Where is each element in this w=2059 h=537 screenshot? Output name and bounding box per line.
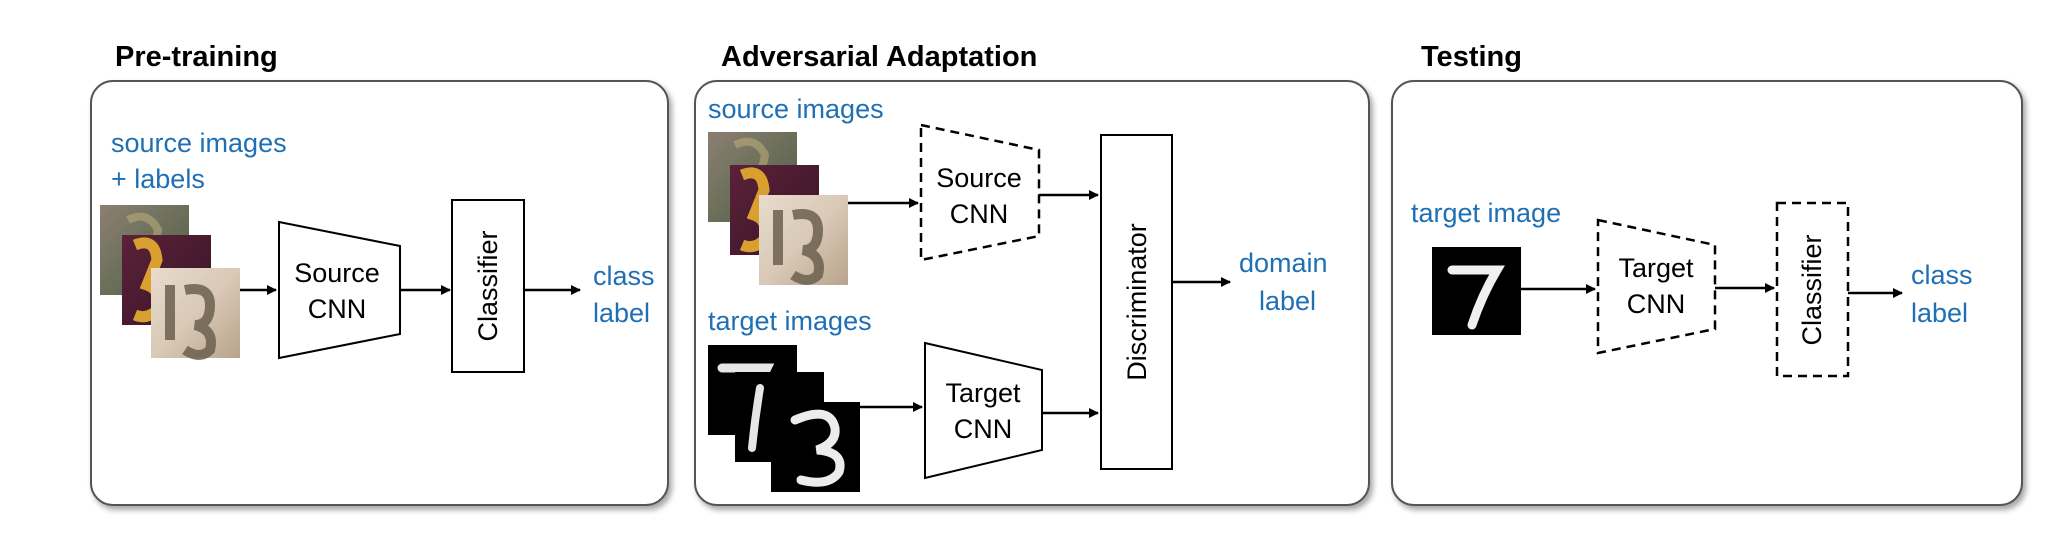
pretraining-source-cnn (278, 220, 401, 360)
adversarial-source-label: source images (708, 94, 884, 124)
testing-title: Testing (1421, 41, 1522, 73)
adversarial-target-label: target images (708, 306, 872, 336)
adversarial-frame (694, 80, 1370, 506)
adversarial-panel: Adversarial Adaptation source images Sou… (694, 41, 1370, 506)
testing-target-cnn-label-line2: CNN (1627, 289, 1686, 319)
adversarial-discriminator-label: Discriminator (1122, 223, 1152, 381)
adversarial-source-cnn-label-line1: Source (936, 163, 1022, 193)
testing-target-cnn-label-line1: Target (1618, 253, 1694, 283)
testing-output-line1: class (1911, 260, 1973, 290)
pretraining-title: Pre-training (115, 41, 278, 73)
adversarial-title: Adversarial Adaptation (721, 41, 1037, 73)
pretraining-source-cnn-label-line2: CNN (308, 294, 367, 324)
pretraining-classifier (451, 199, 525, 373)
adversarial-target-cnn-label-line2: CNN (954, 414, 1013, 444)
target-image (1432, 247, 1521, 335)
pretraining-output-line2: label (593, 298, 650, 328)
testing-panel: Testing target image Target CNN Classifi… (1391, 41, 2023, 506)
adversarial-output-line2: label (1259, 286, 1316, 316)
source-image-stack (100, 205, 240, 360)
adversarial-target-cnn-label-line1: Target (945, 378, 1021, 408)
adversarial-output-line1: domain (1239, 248, 1328, 278)
pretraining-classifier-label: Classifier (473, 230, 503, 341)
pretraining-source-cnn-label-line1: Source (294, 258, 380, 288)
adversarial-source-image-stack (708, 132, 848, 285)
adversarial-source-cnn-label-line2: CNN (950, 199, 1009, 229)
pretraining-input-label-line1: source images (111, 128, 287, 158)
pretraining-input-label-line2: + labels (111, 164, 205, 194)
pretraining-output-line1: class (593, 261, 655, 291)
testing-classifier (1775, 201, 1850, 378)
adversarial-source-cnn (919, 123, 1041, 262)
testing-classifier-label: Classifier (1797, 234, 1827, 345)
testing-target-cnn (1596, 218, 1717, 355)
adversarial-target-cnn (924, 341, 1043, 480)
target-image-stack (708, 345, 860, 492)
adversarial-discriminator (1100, 134, 1173, 470)
pretraining-panel: Pre-training source images + labels Sour… (90, 41, 669, 506)
testing-input-label: target image (1411, 198, 1561, 228)
testing-output-line2: label (1911, 298, 1968, 328)
